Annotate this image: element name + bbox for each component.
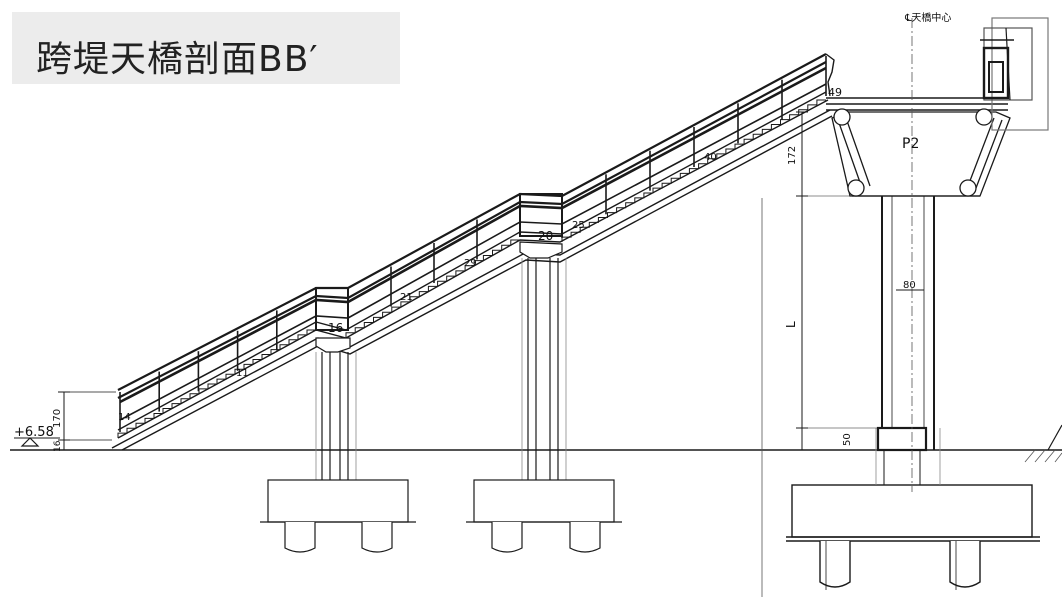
dim-16-label: 16	[53, 440, 63, 452]
handrail	[117, 53, 827, 421]
dim-170-label: 170	[52, 409, 63, 428]
step-label-49: 49	[828, 86, 842, 99]
left-dimension	[14, 391, 116, 450]
dim-50-label: 50	[842, 433, 853, 446]
rail-end	[825, 53, 835, 97]
step-label-16: 16	[328, 321, 343, 335]
stair-stringer	[111, 91, 833, 451]
step-label-25: 25	[572, 220, 585, 231]
stair-steps	[117, 99, 826, 438]
stair-step-profile	[117, 329, 316, 438]
footing-1	[260, 479, 416, 553]
pier-label: P2	[902, 136, 919, 152]
elevation-label: +6.58	[14, 425, 54, 440]
title-box: 跨堤天橋剖面BB′	[12, 12, 400, 84]
pier-dimension-lines	[761, 111, 924, 597]
step-label-40: 40	[704, 152, 717, 163]
step-label-20: 20	[538, 229, 553, 243]
footing-p2	[786, 484, 1040, 590]
landing-support-2	[519, 241, 567, 480]
ground-hatch	[1024, 449, 1062, 463]
bridge-deck	[826, 97, 1008, 111]
pier-p2	[831, 108, 1011, 485]
stair-step-profile	[561, 99, 826, 242]
dim-L-label: L	[784, 321, 798, 328]
centerline-label: ℄天橋中心	[904, 11, 951, 24]
step-label-11: 11	[236, 368, 249, 379]
step-label-14: 14	[118, 412, 131, 423]
stair-step-profile	[345, 239, 520, 338]
section-title: 跨堤天橋剖面BB′	[36, 39, 319, 80]
footing-2	[466, 479, 622, 553]
dim-172-label: 172	[787, 146, 798, 165]
shelter-elevation	[980, 17, 1049, 131]
embankment-slope	[1047, 424, 1062, 451]
handrail-posts	[119, 56, 827, 432]
step-label-29: 29	[464, 258, 477, 269]
dim-80-label: 80	[903, 280, 916, 291]
step-label-21: 21	[400, 292, 413, 303]
landing-support-1	[315, 337, 357, 480]
